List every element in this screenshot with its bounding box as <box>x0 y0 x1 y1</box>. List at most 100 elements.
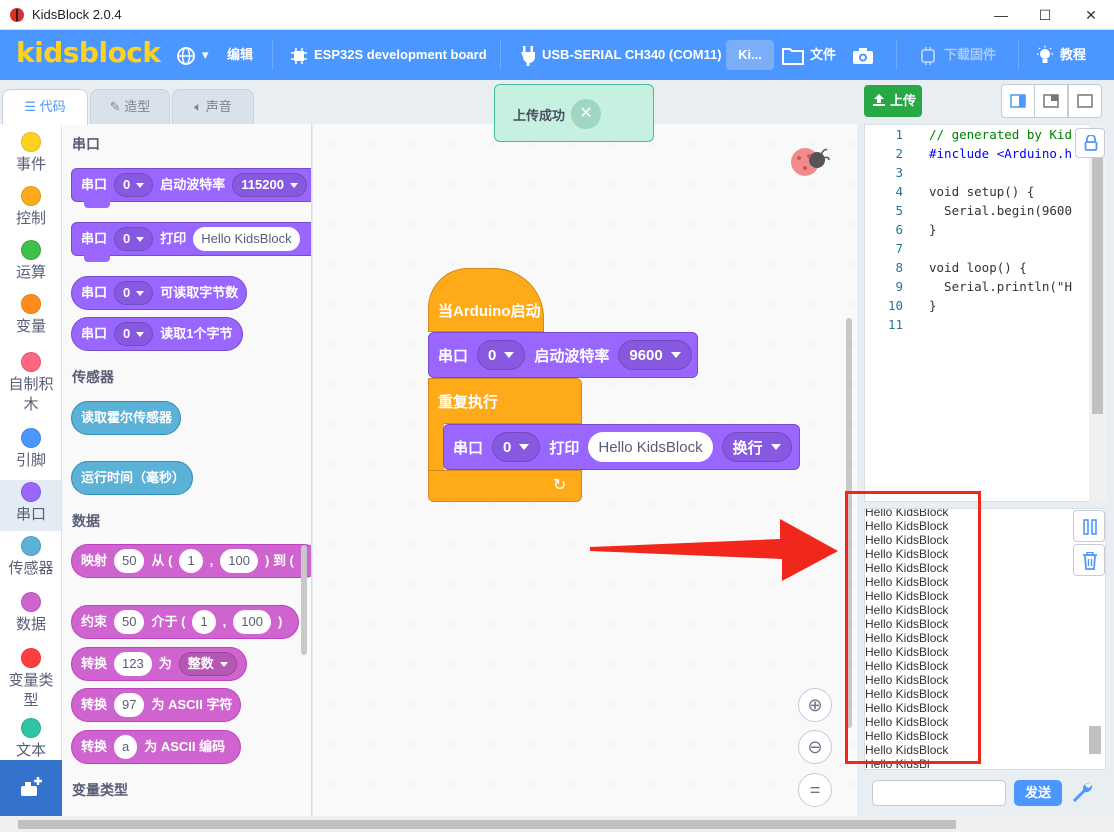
category-item[interactable]: 引脚 <box>0 426 61 477</box>
category-item[interactable]: 变量类型 <box>0 646 61 717</box>
category-dot-icon <box>21 294 41 314</box>
lock-button[interactable] <box>1075 128 1105 158</box>
port-dropdown[interactable]: 0 <box>114 322 154 346</box>
type-dropdown[interactable]: 整数 <box>178 652 237 676</box>
forever-arm <box>428 423 444 473</box>
category-item[interactable]: 变量 <box>0 292 61 343</box>
minimize-icon[interactable]: — <box>994 7 1008 23</box>
layout-full-button[interactable] <box>1068 84 1102 118</box>
zoom-in-button[interactable]: ⊕ <box>798 688 832 722</box>
menu-bar: kidsblock ▾ 编辑 ESP32S development board … <box>0 30 1114 80</box>
block-serial-available[interactable]: 串口 0 可读取字节数 <box>71 276 247 310</box>
tab-sounds[interactable]: 🔈︎ 声音 <box>172 89 254 124</box>
upload-button[interactable]: 上传 <box>864 85 922 117</box>
settings-button[interactable] <box>1070 780 1096 806</box>
block-convert-ascii-char[interactable]: 转换 97 为 ASCII 字符 <box>71 688 241 722</box>
serial-output-line: Hello KidsBlock <box>865 743 949 757</box>
tab-code[interactable]: ☰ 代码 <box>2 89 88 125</box>
serial-output-line: Hello KidsBlock <box>865 508 949 519</box>
baud-dropdown[interactable]: 115200 <box>232 173 307 197</box>
window-title: KidsBlock 2.0.4 <box>32 7 122 22</box>
firmware-menu[interactable]: 下载固件 <box>918 30 996 80</box>
category-item[interactable]: 运算 <box>0 238 61 289</box>
category-item[interactable]: 控制 <box>0 184 61 235</box>
serial-scrollbar[interactable] <box>1089 726 1101 754</box>
category-item[interactable]: 事件 <box>0 130 61 181</box>
code-line: // generated by Kid <box>929 127 1072 142</box>
title-bar: KidsBlock 2.0.4 — ☐ ✕ <box>0 0 1114 30</box>
file-menu[interactable]: 文件 <box>782 30 836 80</box>
zoom-out-button[interactable]: ⊖ <box>798 730 832 764</box>
port-dropdown[interactable]: 0 <box>114 173 154 197</box>
annotation-red-arrow <box>590 519 838 581</box>
layout-right-panel-button[interactable] <box>1001 84 1035 118</box>
ws-baud-dropdown[interactable]: 9600 <box>618 340 692 370</box>
toast-close-icon[interactable]: ✕ <box>571 99 601 129</box>
category-item[interactable]: 自制积木 <box>0 350 61 421</box>
block-serial-print[interactable]: 串口 0 打印 Hello KidsBlock <box>71 222 311 262</box>
serial-output-line: Hello KidsBlock <box>865 519 949 533</box>
block-map[interactable]: 映射 50 从 ( 1 , 100 ) 到 ( <box>71 544 311 578</box>
tutorial-menu[interactable]: 教程 <box>1036 30 1086 80</box>
category-item[interactable]: 数据 <box>0 590 61 641</box>
block-ws-serial-print[interactable]: 串口 0 打印 Hello KidsBlock 换行 <box>443 424 800 470</box>
board-menu[interactable]: ESP32S development board <box>290 30 487 80</box>
code-line: } <box>929 222 937 237</box>
port-dropdown[interactable]: 0 <box>114 281 154 305</box>
serial-output-line: Hello KidsBlock <box>865 687 949 701</box>
ws-newline-dropdown[interactable]: 换行 <box>721 432 792 462</box>
block-convert-type[interactable]: 转换 123 为 整数 <box>71 647 247 681</box>
lightbulb-icon <box>1037 45 1053 63</box>
block-when-arduino-starts[interactable]: 当Arduino启动 <box>428 268 544 332</box>
port-menu[interactable]: USB-SERIAL CH340 (COM11) <box>520 30 722 80</box>
menu-divider <box>1018 40 1019 70</box>
close-icon[interactable]: ✕ <box>1085 7 1097 23</box>
ws-port-dropdown[interactable]: 0 <box>477 340 526 370</box>
ws-print-text[interactable]: Hello KidsBlock <box>588 432 713 462</box>
clear-button[interactable] <box>1073 544 1105 576</box>
code-line: void setup() { <box>929 184 1035 199</box>
serial-send-input[interactable] <box>872 780 1006 806</box>
workspace-scrollbar[interactable] <box>846 318 852 728</box>
zoom-in-icon: ⊕ <box>807 695 823 715</box>
edit-menu[interactable]: 编辑 <box>227 47 254 62</box>
tab-costumes[interactable]: ✎ 造型 <box>90 89 170 124</box>
block-ws-serial-begin[interactable]: 串口 0 启动波特率 9600 <box>428 332 698 378</box>
code-workspace[interactable] <box>313 124 857 816</box>
block-forever[interactable]: 重复执行 <box>428 378 582 424</box>
palette-scrollbar[interactable] <box>301 545 307 655</box>
category-item[interactable]: 传感器 <box>0 534 61 585</box>
category-dot-icon <box>21 536 41 556</box>
port-dropdown[interactable]: 0 <box>114 227 154 251</box>
block-read-hall-sensor[interactable]: 读取霍尔传感器 <box>71 401 181 435</box>
horizontal-scrollbar[interactable] <box>0 816 1114 832</box>
category-item[interactable]: 串口 <box>0 480 61 531</box>
code-scrollbar[interactable] <box>1089 124 1106 502</box>
forever-footer: ↻ <box>428 470 582 502</box>
block-convert-ascii-code[interactable]: 转换 a 为 ASCII 编码 <box>71 730 241 764</box>
line-number: 11 <box>887 317 903 332</box>
file-label: 文件 <box>810 47 837 62</box>
screenshot-button[interactable] <box>852 30 880 80</box>
maximize-icon[interactable]: ☐ <box>1038 7 1052 23</box>
pause-button[interactable] <box>1073 510 1105 542</box>
ws-port-dropdown[interactable]: 0 <box>492 432 541 462</box>
zoom-out-icon: ⊖ <box>807 737 823 757</box>
language-menu[interactable]: ▾ <box>176 30 209 80</box>
send-button[interactable]: 发送 <box>1014 780 1062 806</box>
layout-split-button[interactable] <box>1034 84 1068 118</box>
ki-button[interactable]: Ki... <box>726 40 774 70</box>
trash-icon <box>1083 552 1097 570</box>
zoom-reset-button[interactable]: = <box>798 773 832 807</box>
lock-icon <box>1084 135 1098 151</box>
print-text-input[interactable]: Hello KidsBlock <box>193 227 300 251</box>
serial-output-line: Hello KidsBlock <box>865 589 949 603</box>
block-constrain[interactable]: 约束 50 介于 ( 1 , 100 ) <box>71 605 299 639</box>
port-label: USB-SERIAL CH340 (COM11) <box>542 47 722 62</box>
block-serial-begin[interactable]: 串口 0 启动波特率 115200 <box>71 168 311 208</box>
add-extension-button[interactable] <box>0 760 62 816</box>
block-serial-read[interactable]: 串口 0 读取1个字节 <box>71 317 243 351</box>
block-runtime-ms[interactable]: 运行时间（毫秒） <box>71 461 193 495</box>
category-item[interactable]: 文本 <box>0 716 61 760</box>
